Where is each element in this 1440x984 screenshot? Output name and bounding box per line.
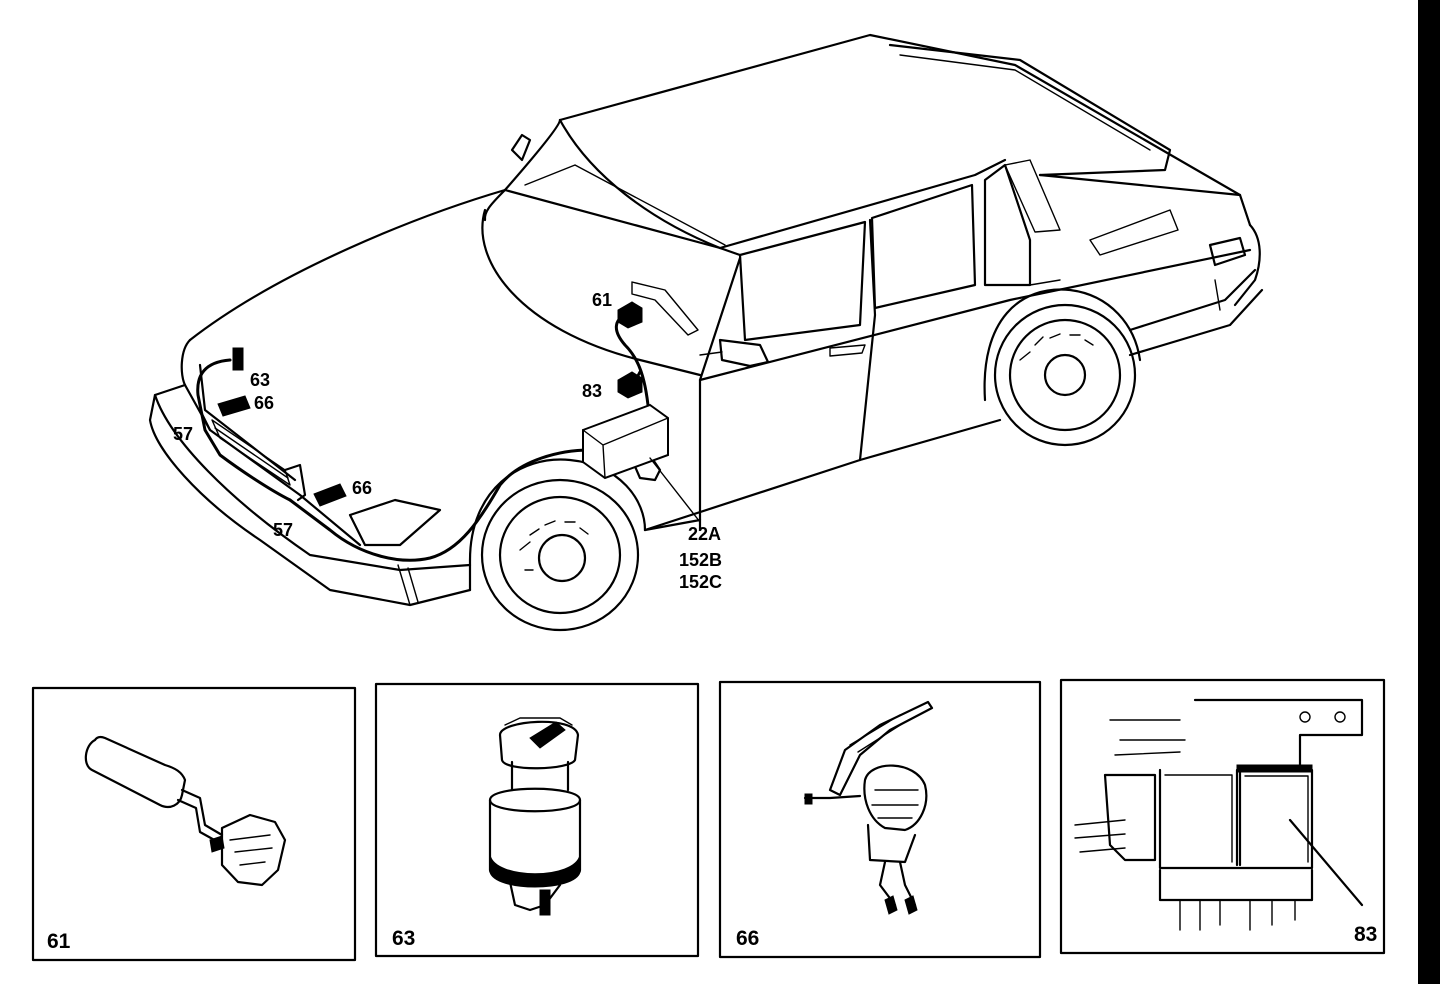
callouts: 61 83 63 66 66 57 57 22A 152B 152C bbox=[173, 290, 722, 592]
stalk-connector-icon bbox=[617, 301, 643, 329]
panel-label-61: 61 bbox=[47, 930, 71, 953]
callout-57-upper: 57 bbox=[173, 424, 193, 444]
callout-63: 63 bbox=[250, 370, 270, 390]
callout-66-lower: 66 bbox=[352, 478, 372, 498]
wiring-harness bbox=[196, 313, 701, 562]
detail-panel-61: 61 bbox=[31, 686, 357, 962]
panel-label-63: 63 bbox=[392, 927, 415, 950]
car-illustration bbox=[148, 33, 1264, 632]
detail-panel-66: 66 bbox=[718, 680, 1042, 959]
callout-22a: 22A bbox=[688, 524, 721, 544]
wiper-connector-upper-icon bbox=[217, 395, 251, 417]
wiper-motor-icon bbox=[803, 700, 934, 915]
callout-57-lower: 57 bbox=[273, 520, 293, 540]
relay-connector-icon bbox=[617, 371, 643, 399]
right-edge-band bbox=[1418, 0, 1440, 984]
panel-label-83: 83 bbox=[1354, 923, 1377, 946]
rear-wheel bbox=[983, 288, 1142, 447]
detail-panel-83: 83 bbox=[1059, 678, 1386, 955]
multifunction-stalk-switch-icon bbox=[84, 735, 287, 887]
panel-label-66: 66 bbox=[736, 927, 759, 950]
wiper-connector-lower-icon bbox=[313, 483, 347, 507]
horn-connector-icon bbox=[232, 347, 244, 371]
front-wheel bbox=[468, 458, 647, 632]
callout-66-upper: 66 bbox=[254, 393, 274, 413]
callout-152b: 152B bbox=[679, 550, 722, 570]
relay-box-icon bbox=[1074, 698, 1364, 931]
detail-panel-63: 63 bbox=[374, 682, 700, 958]
callout-152c: 152C bbox=[679, 572, 722, 592]
horn-relay-icon bbox=[488, 717, 582, 916]
callout-61: 61 bbox=[592, 290, 612, 310]
connectors bbox=[217, 301, 643, 507]
callout-83: 83 bbox=[582, 381, 602, 401]
